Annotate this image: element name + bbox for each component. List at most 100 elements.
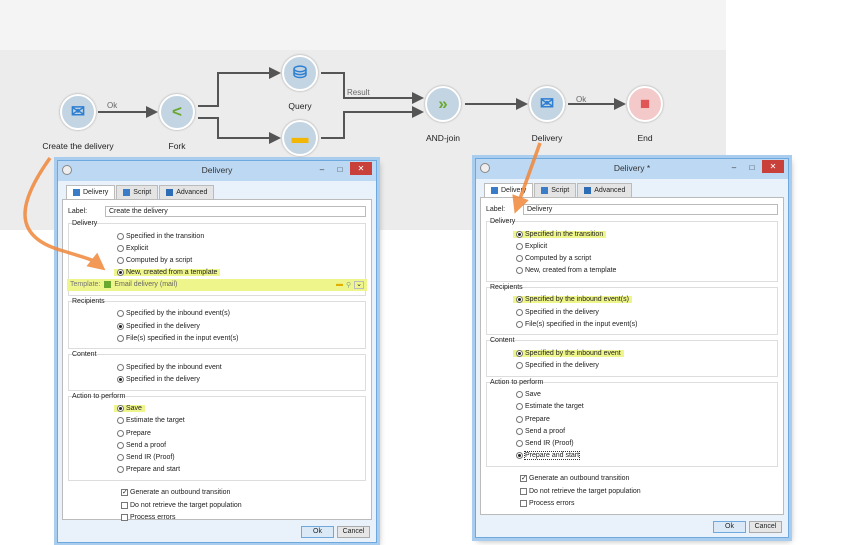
- radio-wrap[interactable]: Specified in the delivery: [516, 308, 599, 316]
- radio-option[interactable]: Specified by the inbound event: [69, 361, 365, 373]
- radio-option[interactable]: Save: [487, 389, 777, 401]
- folder-icon[interactable]: ▬: [335, 281, 343, 289]
- workflow-node-end[interactable]: ■: [627, 86, 663, 122]
- radio-option[interactable]: Specified in the delivery: [487, 360, 777, 372]
- radio-button[interactable]: [117, 334, 124, 342]
- label-input[interactable]: Delivery: [523, 204, 778, 215]
- radio-option[interactable]: Specified in the delivery: [487, 306, 777, 318]
- checkbox-option[interactable]: Do not retrieve the target population: [68, 499, 366, 511]
- close-button[interactable]: ✕: [350, 162, 372, 175]
- workflow-node-andjoin[interactable]: »: [425, 86, 461, 122]
- radio-wrap[interactable]: New, created from a template: [114, 269, 221, 277]
- radio-button[interactable]: [117, 363, 124, 371]
- tab-delivery[interactable]: Delivery: [484, 183, 534, 197]
- radio-option[interactable]: Specified by the inbound event: [487, 347, 777, 359]
- radio-option[interactable]: Send IR (Proof): [69, 451, 365, 463]
- radio-wrap[interactable]: File(s) specified in the input event(s): [117, 334, 238, 342]
- radio-option[interactable]: Send a proof: [69, 439, 365, 451]
- radio-option[interactable]: New, created from a template: [487, 265, 777, 277]
- minimize-button[interactable]: –: [319, 165, 325, 174]
- radio-wrap[interactable]: Prepare: [117, 429, 151, 437]
- radio-wrap[interactable]: Estimate the target: [516, 403, 584, 411]
- radio-button[interactable]: [117, 256, 124, 264]
- radio-button[interactable]: [516, 267, 523, 275]
- radio-button[interactable]: [117, 441, 124, 449]
- radio-option[interactable]: Specified in the delivery: [69, 374, 365, 386]
- radio-wrap[interactable]: Save: [516, 391, 541, 399]
- workflow-node-delivery[interactable]: ✉: [529, 86, 565, 122]
- radio-wrap[interactable]: File(s) specified in the input event(s): [516, 320, 637, 328]
- radio-option[interactable]: Prepare: [69, 427, 365, 439]
- radio-option[interactable]: File(s) specified in the input event(s): [487, 318, 777, 330]
- radio-option[interactable]: Estimate the target: [487, 401, 777, 413]
- tab-script[interactable]: Script: [116, 185, 159, 199]
- radio-option[interactable]: Send a proof: [487, 425, 777, 437]
- radio-button[interactable]: [117, 417, 124, 425]
- radio-option[interactable]: Specified by the inbound event(s): [487, 294, 777, 306]
- maximize-button[interactable]: □: [749, 163, 755, 172]
- ok-button[interactable]: Ok: [713, 521, 746, 533]
- radio-button[interactable]: [117, 310, 124, 318]
- checkbox[interactable]: ✓: [121, 489, 128, 497]
- radio-button[interactable]: [117, 244, 124, 252]
- radio-button[interactable]: [516, 349, 523, 357]
- tab-script[interactable]: Script: [534, 183, 577, 197]
- radio-wrap[interactable]: Prepare and start: [117, 466, 180, 474]
- radio-option[interactable]: Specified in the transition: [69, 230, 365, 242]
- radio-button[interactable]: [516, 242, 523, 250]
- radio-wrap[interactable]: Specified in the delivery: [117, 322, 200, 330]
- radio-button[interactable]: [117, 322, 124, 330]
- radio-button[interactable]: [117, 454, 124, 462]
- workflow-node-folder[interactable]: ▬: [282, 120, 318, 156]
- radio-button[interactable]: [516, 452, 523, 460]
- workflow-node-create[interactable]: ✉: [60, 94, 96, 130]
- radio-button[interactable]: [516, 391, 523, 399]
- label-input[interactable]: Create the delivery: [105, 206, 366, 217]
- radio-option[interactable]: Send IR (Proof): [487, 437, 777, 449]
- template-field[interactable]: Email delivery (mail)▬⚲⌄: [104, 280, 367, 290]
- radio-option[interactable]: Specified in the delivery: [69, 320, 365, 332]
- radio-button[interactable]: [516, 427, 523, 435]
- checkbox[interactable]: [121, 501, 128, 509]
- radio-button[interactable]: [516, 230, 523, 238]
- checkbox-option[interactable]: Process errors: [486, 497, 778, 509]
- radio-button[interactable]: [516, 254, 523, 262]
- radio-option[interactable]: Save: [69, 403, 365, 415]
- radio-option[interactable]: Explicit: [487, 240, 777, 252]
- radio-button[interactable]: [117, 429, 124, 437]
- tab-advanced[interactable]: Advanced: [577, 183, 633, 197]
- tab-delivery[interactable]: Delivery: [66, 185, 116, 199]
- radio-wrap[interactable]: Specified by the inbound event(s): [513, 296, 632, 304]
- radio-wrap[interactable]: Specified by the inbound event: [117, 363, 222, 371]
- radio-option[interactable]: Prepare and start: [69, 464, 365, 476]
- radio-option[interactable]: Specified in the transition: [487, 228, 777, 240]
- radio-button[interactable]: [117, 466, 124, 474]
- radio-wrap[interactable]: Specified in the delivery: [516, 362, 599, 370]
- checkbox[interactable]: ✓: [520, 475, 527, 483]
- radio-wrap[interactable]: Send IR (Proof): [516, 440, 574, 448]
- dialog-title-bar[interactable]: Delivery–□✕: [58, 161, 376, 181]
- radio-wrap[interactable]: Specified in the transition: [117, 232, 204, 240]
- radio-option[interactable]: Explicit: [69, 242, 365, 254]
- radio-option[interactable]: Prepare and start: [487, 450, 777, 462]
- ok-button[interactable]: Ok: [301, 526, 334, 538]
- radio-button[interactable]: [516, 296, 523, 304]
- radio-wrap[interactable]: Specified by the inbound event(s): [117, 310, 230, 318]
- radio-wrap[interactable]: Specified in the transition: [513, 230, 607, 238]
- checkbox-option[interactable]: ✓Generate an outbound transition: [486, 473, 778, 485]
- radio-wrap[interactable]: Computed by a script: [117, 256, 192, 264]
- radio-wrap[interactable]: Computed by a script: [516, 254, 591, 262]
- radio-button[interactable]: [516, 415, 523, 423]
- tab-advanced[interactable]: Advanced: [159, 185, 215, 199]
- radio-wrap[interactable]: Send a proof: [516, 427, 565, 435]
- radio-wrap[interactable]: Specified by the inbound event: [513, 349, 624, 357]
- radio-button[interactable]: [516, 440, 523, 448]
- radio-option[interactable]: File(s) specified in the input event(s): [69, 332, 365, 344]
- checkbox-option[interactable]: Process errors: [68, 511, 366, 523]
- chevron-down-icon[interactable]: ⌄: [354, 280, 364, 289]
- cancel-button[interactable]: Cancel: [749, 521, 782, 533]
- checkbox[interactable]: [121, 513, 128, 521]
- radio-wrap[interactable]: Estimate the target: [117, 417, 185, 425]
- radio-button[interactable]: [516, 403, 523, 411]
- radio-button[interactable]: [117, 376, 124, 384]
